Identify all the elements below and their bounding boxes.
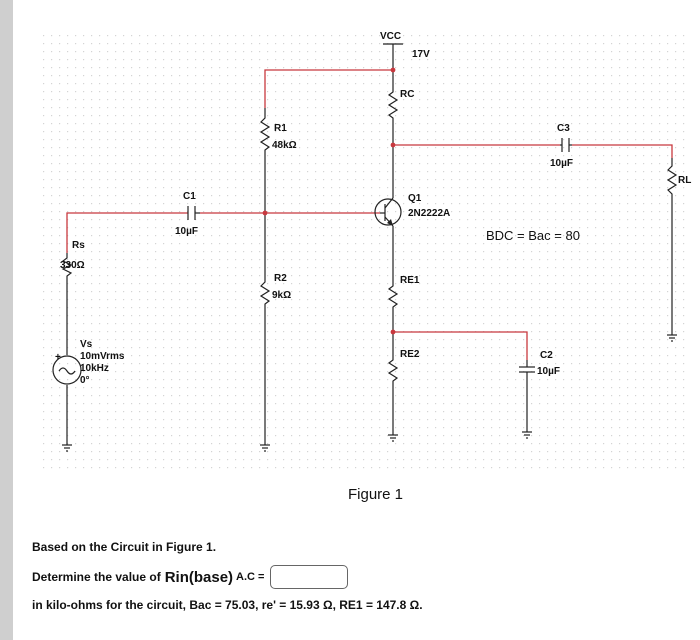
left-border bbox=[0, 0, 13, 640]
c1-capacitor: C1 10µF bbox=[175, 191, 200, 237]
rc-resistor: RC bbox=[387, 86, 414, 120]
beta-note: BDC = Bac = 80 bbox=[486, 228, 580, 243]
rs-value: 330Ω bbox=[60, 260, 85, 271]
junction-dot bbox=[262, 210, 268, 216]
re2-resistor: RE2 bbox=[387, 349, 420, 382]
r1-value: 48kΩ bbox=[272, 140, 297, 151]
q1-part: 2N2222A bbox=[408, 208, 450, 219]
vs-phase: 0° bbox=[80, 375, 90, 386]
vcc-value: 17V bbox=[412, 49, 430, 60]
re1-resistor: RE1 bbox=[387, 275, 420, 310]
ground-symbol bbox=[388, 434, 398, 442]
r2-resistor: R2 9kΩ bbox=[259, 272, 291, 308]
wire-rs-c1 bbox=[66, 212, 188, 253]
c3-capacitor: C3 10µF bbox=[550, 123, 573, 169]
junction-dot bbox=[390, 142, 396, 148]
junction-dot bbox=[390, 67, 396, 73]
wire-re1-c2 bbox=[393, 331, 528, 360]
r1-label: R1 bbox=[274, 123, 287, 134]
rl-resistor: RL bbox=[666, 158, 691, 200]
rl-label: RL bbox=[678, 175, 691, 186]
q1-label: Q1 bbox=[408, 193, 422, 204]
c1-value: 10µF bbox=[175, 226, 198, 237]
vs-amplitude: 10mVrms bbox=[80, 351, 125, 362]
rs-label: Rs bbox=[72, 240, 85, 251]
q1-transistor: Q1 2N2222A bbox=[374, 193, 450, 227]
r1-resistor: R1 48kΩ bbox=[259, 108, 297, 160]
vs-frequency: 10kHz bbox=[80, 363, 109, 374]
c2-capacitor: C2 10µF bbox=[519, 350, 560, 377]
c2-value: 10µF bbox=[537, 366, 560, 377]
r2-value: 9kΩ bbox=[272, 290, 291, 301]
vs-label: Vs bbox=[80, 339, 93, 350]
ground-symbol bbox=[667, 334, 677, 342]
grid-background bbox=[40, 30, 690, 470]
re1-label: RE1 bbox=[400, 275, 420, 286]
figure-caption: Figure 1 bbox=[348, 486, 403, 503]
question-prefix: Determine the value of bbox=[32, 570, 161, 584]
c3-value: 10µF bbox=[550, 158, 573, 169]
question-suffix: A.C = bbox=[236, 571, 265, 583]
rs-resistor: Rs 330Ω bbox=[60, 240, 85, 278]
vcc-supply: VCC 17V bbox=[380, 31, 430, 70]
question-line-3: in kilo-ohms for the circuit, Bac = 75.0… bbox=[32, 598, 423, 612]
wire-vcc-r1 bbox=[264, 69, 393, 108]
rin-base-symbol: Rin(base) bbox=[164, 568, 234, 586]
wire-c3-rl bbox=[572, 144, 673, 158]
c3-label: C3 bbox=[557, 123, 570, 134]
junction-dot bbox=[390, 329, 396, 335]
re2-label: RE2 bbox=[400, 349, 420, 360]
question-line-2: Determine the value of Rin(base) A.C = bbox=[32, 565, 349, 589]
c1-label: C1 bbox=[183, 191, 196, 202]
ground-symbol bbox=[260, 444, 270, 452]
rc-label: RC bbox=[400, 89, 414, 100]
schematic-canvas: VCC 17V RC R1 bbox=[40, 30, 691, 503]
r2-label: R2 bbox=[274, 273, 287, 284]
ground-symbol bbox=[522, 431, 532, 439]
vs-source: + Vs 10mVrms 10kHz 0° bbox=[52, 339, 125, 386]
vcc-label: VCC bbox=[380, 31, 401, 42]
vs-plus-sign: + bbox=[55, 352, 61, 363]
answer-input[interactable] bbox=[270, 565, 349, 589]
question-line-1: Based on the Circuit in Figure 1. bbox=[32, 540, 217, 554]
ground-symbol bbox=[62, 444, 72, 452]
c2-label: C2 bbox=[540, 350, 553, 361]
